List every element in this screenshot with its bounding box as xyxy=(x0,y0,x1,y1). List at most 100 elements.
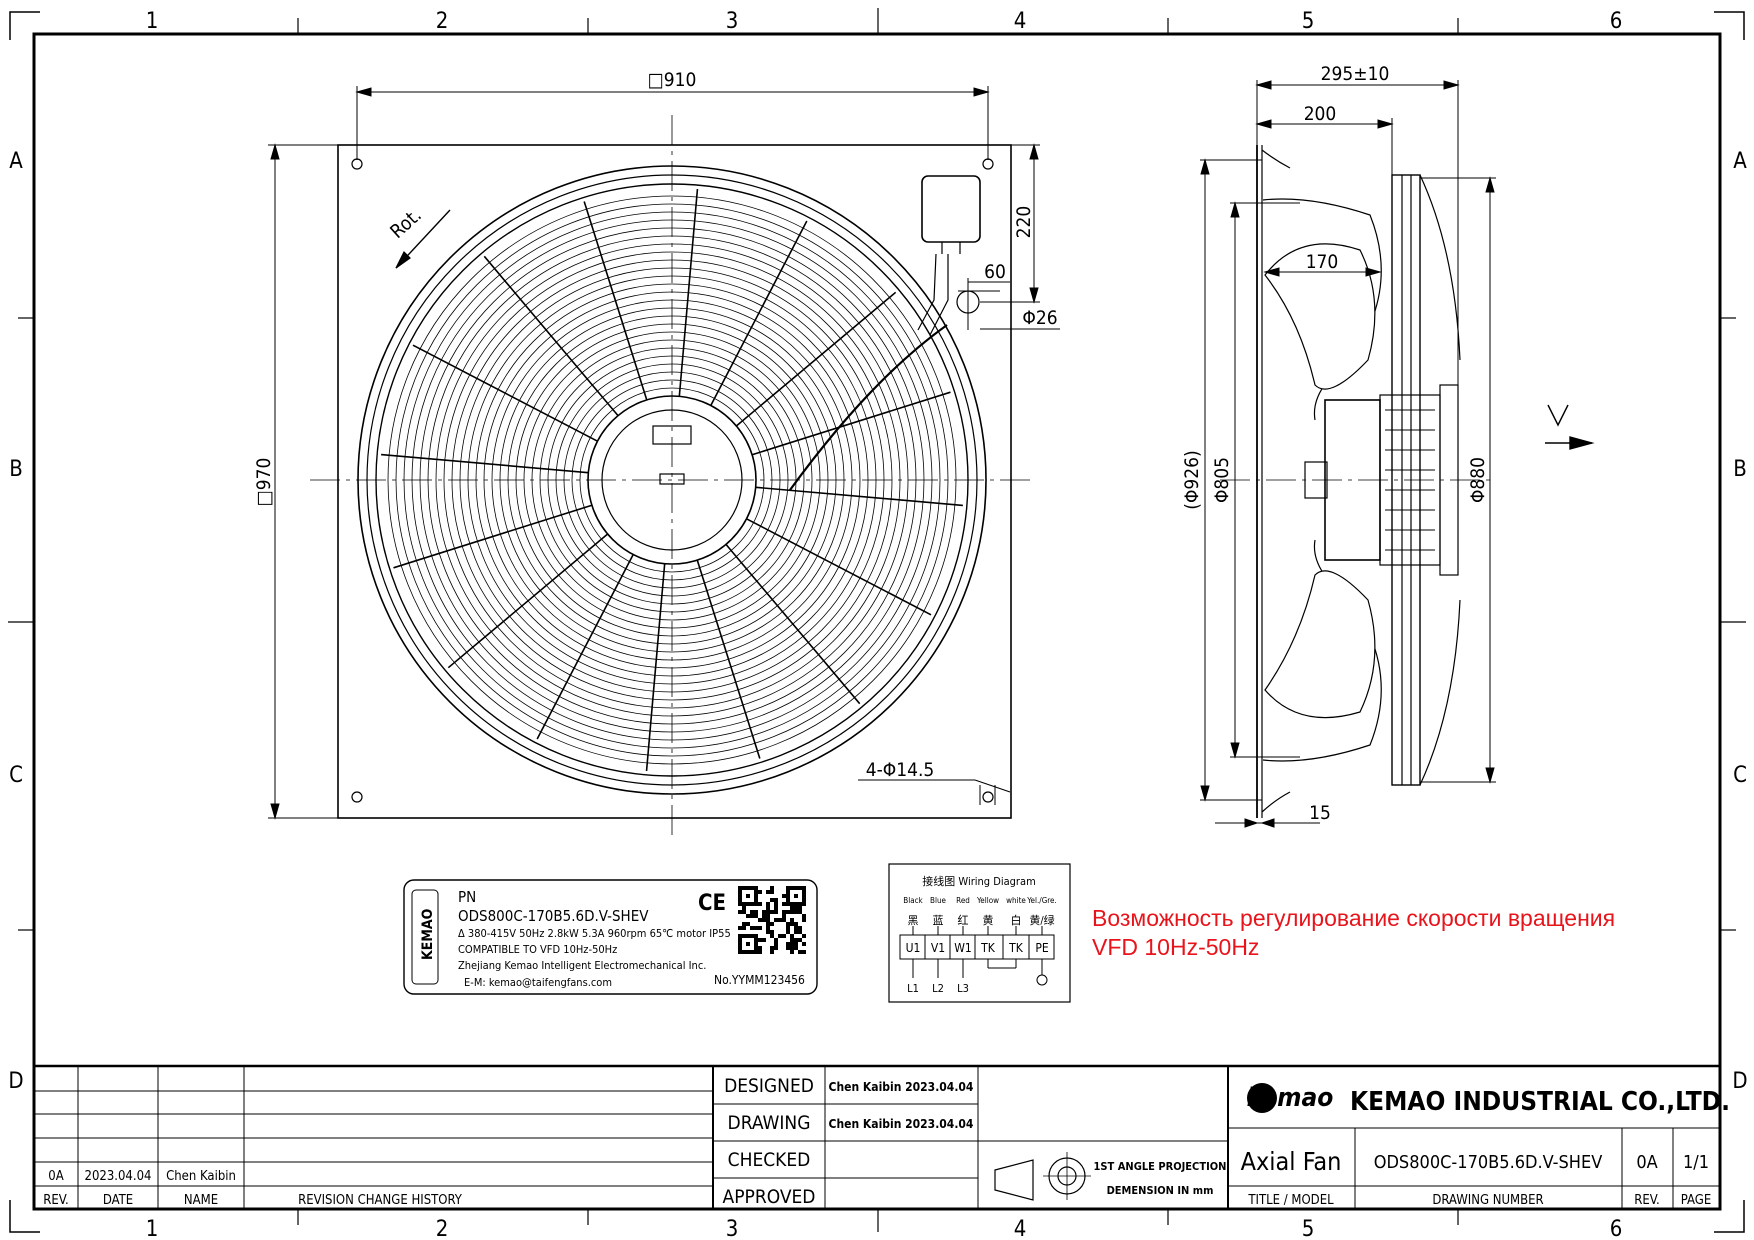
qr-module xyxy=(754,886,758,890)
dim-holes: 4-Φ14.5 xyxy=(866,759,935,781)
qr-module xyxy=(738,942,742,946)
company-name: KEMAO INDUSTRIAL CO.,LTD. xyxy=(1350,1087,1730,1117)
qr-module xyxy=(794,886,798,890)
qr-module xyxy=(790,938,794,942)
wire-color: Yellow xyxy=(976,896,999,905)
qr-module xyxy=(742,886,746,890)
qr-module xyxy=(786,894,790,898)
mounting-plate xyxy=(337,144,1012,819)
qr-code-icon xyxy=(738,886,806,954)
qr-module xyxy=(750,886,754,890)
qr-module xyxy=(802,902,806,906)
qr-module xyxy=(746,902,750,906)
qr-module xyxy=(750,910,754,914)
col-label: 6 xyxy=(1610,9,1623,34)
nameplate-serial: No.YYMM123456 xyxy=(714,973,805,987)
guard-spoke xyxy=(725,543,861,705)
guard-spoke xyxy=(381,453,589,474)
dim-depth: 295±10 xyxy=(1321,63,1390,85)
qr-module xyxy=(782,934,786,938)
qr-module xyxy=(774,918,778,922)
wire-color-cn: 白 xyxy=(1011,913,1022,927)
qr-module xyxy=(746,934,750,938)
kemao-logo xyxy=(411,889,439,985)
qr-module xyxy=(770,930,774,934)
history-header: REVISION CHANGE HISTORY xyxy=(298,1193,463,1208)
qr-module xyxy=(750,950,754,954)
qr-module xyxy=(758,938,762,942)
dim-cable: Φ26 xyxy=(1022,307,1057,329)
qr-module xyxy=(762,910,766,914)
qr-module xyxy=(802,942,806,946)
guard-spoke xyxy=(735,291,897,427)
front-view xyxy=(268,86,1060,835)
qr-module xyxy=(774,942,778,946)
qr-module xyxy=(770,922,774,926)
blade-lower xyxy=(1264,570,1376,719)
qr-module xyxy=(770,910,774,914)
qr-module xyxy=(786,910,790,914)
terminal-label: TK xyxy=(1008,941,1024,955)
qr-module xyxy=(794,938,798,942)
supply-label: L1 xyxy=(907,982,919,995)
qr-module xyxy=(782,910,786,914)
col-label: 3 xyxy=(726,9,739,34)
qr-module xyxy=(766,918,770,922)
qr-module xyxy=(774,898,778,902)
nameplate: KEMAO PN ODS800C-170B5.6D.V-SHEV Δ 380-4… xyxy=(403,879,818,995)
qr-module xyxy=(794,926,798,930)
side-dimension-lines xyxy=(1200,80,1496,828)
wire-color-cn: 蓝 xyxy=(933,914,944,927)
qr-module xyxy=(766,890,770,894)
qr-module xyxy=(794,894,798,898)
supply-label: L2 xyxy=(932,982,944,995)
qr-module xyxy=(746,942,750,946)
rev-header: REV. xyxy=(43,1193,69,1208)
qr-module xyxy=(802,886,806,890)
qr-module xyxy=(782,894,786,898)
qr-module xyxy=(746,886,750,890)
qr-module xyxy=(790,886,794,890)
qr-module xyxy=(754,938,758,942)
row-label: B xyxy=(9,457,23,482)
note-line2: VFD 10Hz-50Hz xyxy=(1092,934,1260,960)
qr-module xyxy=(758,902,762,906)
qr-module xyxy=(798,886,802,890)
drawing-number: ODS800C-170B5.6D.V-SHEV xyxy=(1374,1152,1603,1173)
side-view-labels: 295±10 200 170 (Φ926) Φ805 Φ880 15 xyxy=(1181,63,1489,824)
qr-module xyxy=(770,946,774,950)
qr-module xyxy=(786,926,790,930)
name-header: NAME xyxy=(184,1193,218,1208)
qr-module xyxy=(798,950,802,954)
qr-module xyxy=(754,950,758,954)
approved-label: APPROVED xyxy=(723,1186,816,1208)
qr-module xyxy=(786,922,790,926)
qr-module xyxy=(790,910,794,914)
wire-color: white xyxy=(1006,896,1026,905)
qr-module xyxy=(746,922,750,926)
qr-module xyxy=(790,906,794,910)
drawing-frame xyxy=(8,8,1746,1233)
qr-module xyxy=(762,918,766,922)
qr-module xyxy=(754,902,758,906)
guard-spoke xyxy=(751,391,951,456)
qr-module xyxy=(738,902,742,906)
ground-icon xyxy=(1036,974,1048,986)
qr-module xyxy=(798,926,802,930)
qr-module xyxy=(742,922,746,926)
terminal-label: PE xyxy=(1035,941,1049,955)
col-label: 3 xyxy=(726,1217,739,1240)
wire-color-cn: 黄 xyxy=(983,913,994,927)
qr-module xyxy=(790,942,794,946)
wire-color-cn: 黄/绿 xyxy=(1029,913,1054,927)
qr-module xyxy=(738,934,742,938)
rev-label: REV. xyxy=(1634,1193,1660,1208)
nameplate-vfd: COMPATIBLE TO VFD 10Hz-50Hz xyxy=(458,943,617,956)
qr-module xyxy=(786,942,790,946)
qr-module xyxy=(770,950,774,954)
qr-module xyxy=(786,946,790,950)
qr-module xyxy=(754,910,758,914)
number-label: DRAWING NUMBER xyxy=(1432,1193,1543,1208)
qr-module xyxy=(742,950,746,954)
grid-labels: 1 2 3 4 5 6 1 2 3 4 5 6 A B C D A B C D xyxy=(8,9,1747,1240)
